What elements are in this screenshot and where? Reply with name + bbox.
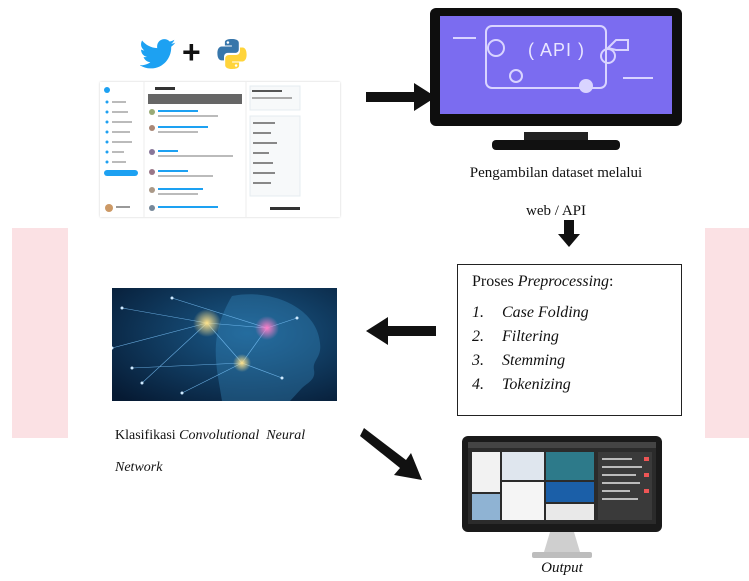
dataset-caption-line2: web / API: [526, 203, 586, 219]
cnn-caption-italic-2: Network: [115, 460, 163, 475]
twitter-screenshot-image: [100, 82, 340, 217]
dataset-caption-line1: Pengambilan dataset melalui: [469, 165, 643, 181]
python-icon: [217, 39, 247, 69]
preprocessing-list: 1.Case Folding 2.Filtering 3.Stemming 4.…: [472, 301, 667, 397]
cnn-caption: Klasifikasi Convolutional Neural Network: [115, 420, 345, 484]
api-monitor-icon: [430, 8, 682, 150]
logo-row: +: [140, 34, 250, 72]
output-monitor: [462, 436, 662, 560]
preprocessing-item: 3.Stemming: [472, 352, 566, 369]
preprocessing-title: Proses Preprocessing:: [472, 273, 614, 290]
plus-sign: +: [182, 34, 201, 70]
right-side-bar: [705, 228, 749, 438]
cnn-caption-italic-1: Convolutional Neural: [179, 428, 306, 443]
output-caption: Output: [541, 560, 583, 576]
arrow-to-cnn: [366, 317, 436, 345]
twitter-screenshot: [100, 82, 340, 217]
arrow-to-output: [360, 428, 422, 480]
dataset-caption: Pengambilan dataset melalui web / API: [428, 154, 684, 230]
neural-network-image: [112, 288, 337, 401]
arrow-down-to-preprocessing: [558, 220, 580, 247]
arrow-to-api: [366, 83, 436, 111]
left-side-bar: [12, 228, 68, 438]
preprocessing-item: 4.Tokenizing: [472, 376, 571, 393]
api-monitor: ( API ): [428, 8, 684, 154]
preprocessing-box: Proses Preprocessing: 1.Case Folding 2.F…: [457, 264, 682, 416]
twitter-icon: [140, 39, 176, 69]
preprocessing-item: 2.Filtering: [472, 328, 559, 345]
preprocessing-item: 1.Case Folding: [472, 304, 589, 321]
api-label: ( API ): [528, 40, 586, 60]
cnn-caption-prefix: Klasifikasi: [115, 428, 180, 443]
output-monitor-icon: [462, 436, 662, 558]
